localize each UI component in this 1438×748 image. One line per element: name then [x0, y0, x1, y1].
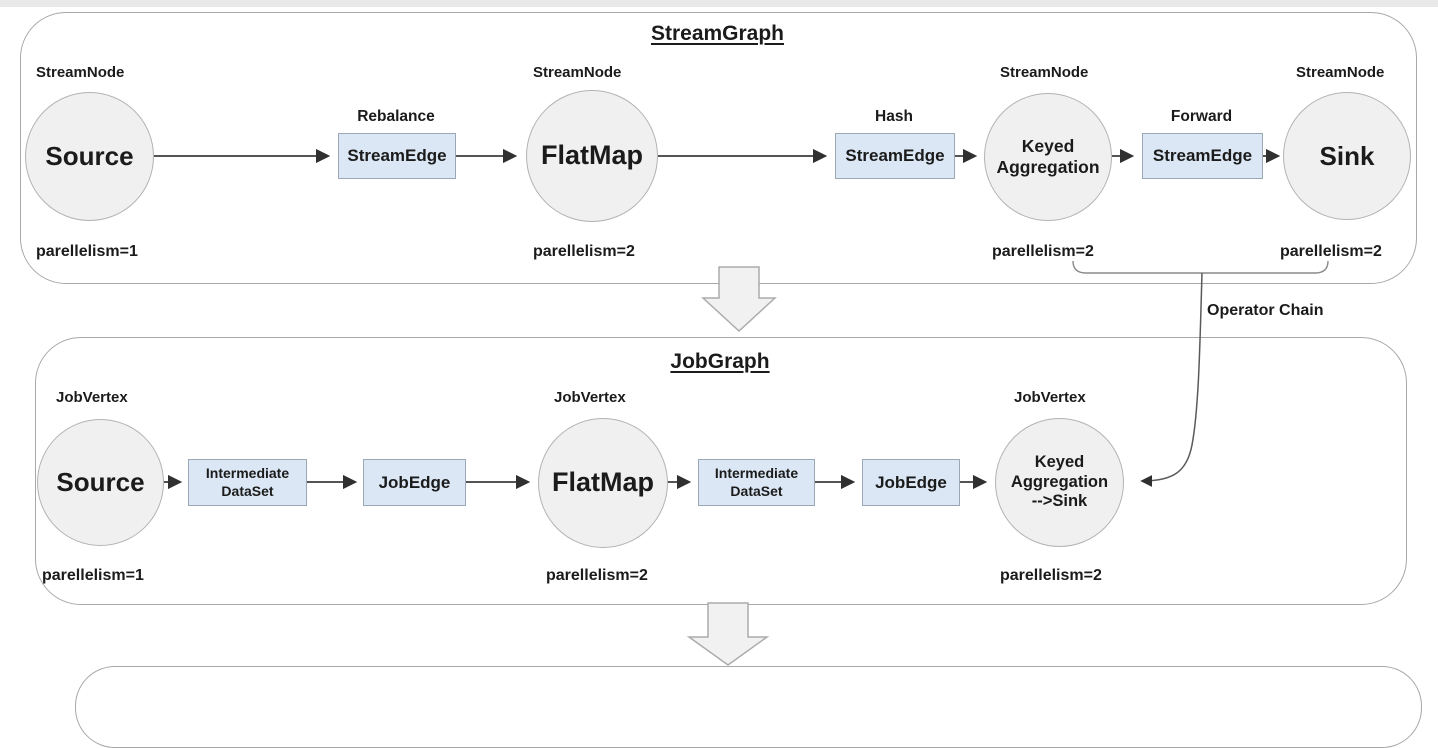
- operator-chain-connector: [1140, 272, 1203, 487]
- parallelism-jg-keyedaggsink: parellelism=2: [1000, 567, 1102, 584]
- jobedge-1: JobEdge: [363, 459, 466, 506]
- partition-label-hash: Hash: [875, 108, 913, 125]
- connector-overlay: Sink -->: [153, 148, 1329, 666]
- operator-chain-label: Operator Chain: [1207, 302, 1324, 319]
- parallelism-jg-source: parellelism=1: [42, 567, 144, 584]
- jobvertex-label-flatmap: JobVertex: [554, 389, 626, 406]
- jobvertex-label-source: JobVertex: [56, 389, 128, 406]
- jobvertex-keyed-aggregation-sink: Keyed Aggregation -->Sink: [995, 418, 1124, 547]
- streamnode-sink: Sink: [1283, 92, 1411, 220]
- streamedge-forward: StreamEdge: [1142, 133, 1263, 179]
- parallelism-sg-source: parellelism=1: [36, 243, 138, 260]
- jobvertex-flatmap: FlatMap: [538, 418, 668, 548]
- streamedge-rebalance: StreamEdge: [338, 133, 456, 179]
- jobvertex-source: Source: [37, 419, 164, 546]
- streamnode-keyed-aggregation: Keyed Aggregation: [984, 93, 1112, 221]
- jobgraph-title: JobGraph: [670, 350, 770, 373]
- streamnode-source: Source: [25, 92, 154, 221]
- intermediate-dataset-1: Intermediate DataSet: [188, 459, 307, 506]
- partition-label-rebalance: Rebalance: [357, 108, 435, 125]
- parallelism-sg-keyedagg: parellelism=2: [992, 243, 1094, 260]
- top-border-strip: [0, 0, 1438, 7]
- streamnode-label-keyedagg: StreamNode: [1000, 64, 1089, 81]
- streamgraph-title: StreamGraph: [650, 22, 785, 45]
- jobedge-2: JobEdge: [862, 459, 960, 506]
- parallelism-jg-flatmap: parellelism=2: [546, 567, 648, 584]
- streamnode-label-source: StreamNode: [36, 64, 125, 81]
- intermediate-dataset-2: Intermediate DataSet: [698, 459, 815, 506]
- parallelism-sg-sink: parellelism=2: [1280, 243, 1382, 260]
- jobvertex-label-keyedaggsink: JobVertex: [1014, 389, 1086, 406]
- partition-label-forward: Forward: [1170, 108, 1233, 125]
- parallelism-sg-flatmap: parellelism=2: [533, 243, 635, 260]
- next-graph-container-partial: [75, 666, 1422, 748]
- down-arrow-streamgraph-to-jobgraph: [701, 266, 777, 333]
- streamedge-hash: StreamEdge: [835, 133, 955, 179]
- chain-brace: [1072, 260, 1329, 274]
- streamnode-label-sink: StreamNode: [1296, 64, 1385, 81]
- streamnode-flatmap: FlatMap: [526, 90, 658, 222]
- down-arrow-jobgraph-to-next: [686, 602, 770, 666]
- streamnode-label-flatmap: StreamNode: [533, 64, 622, 81]
